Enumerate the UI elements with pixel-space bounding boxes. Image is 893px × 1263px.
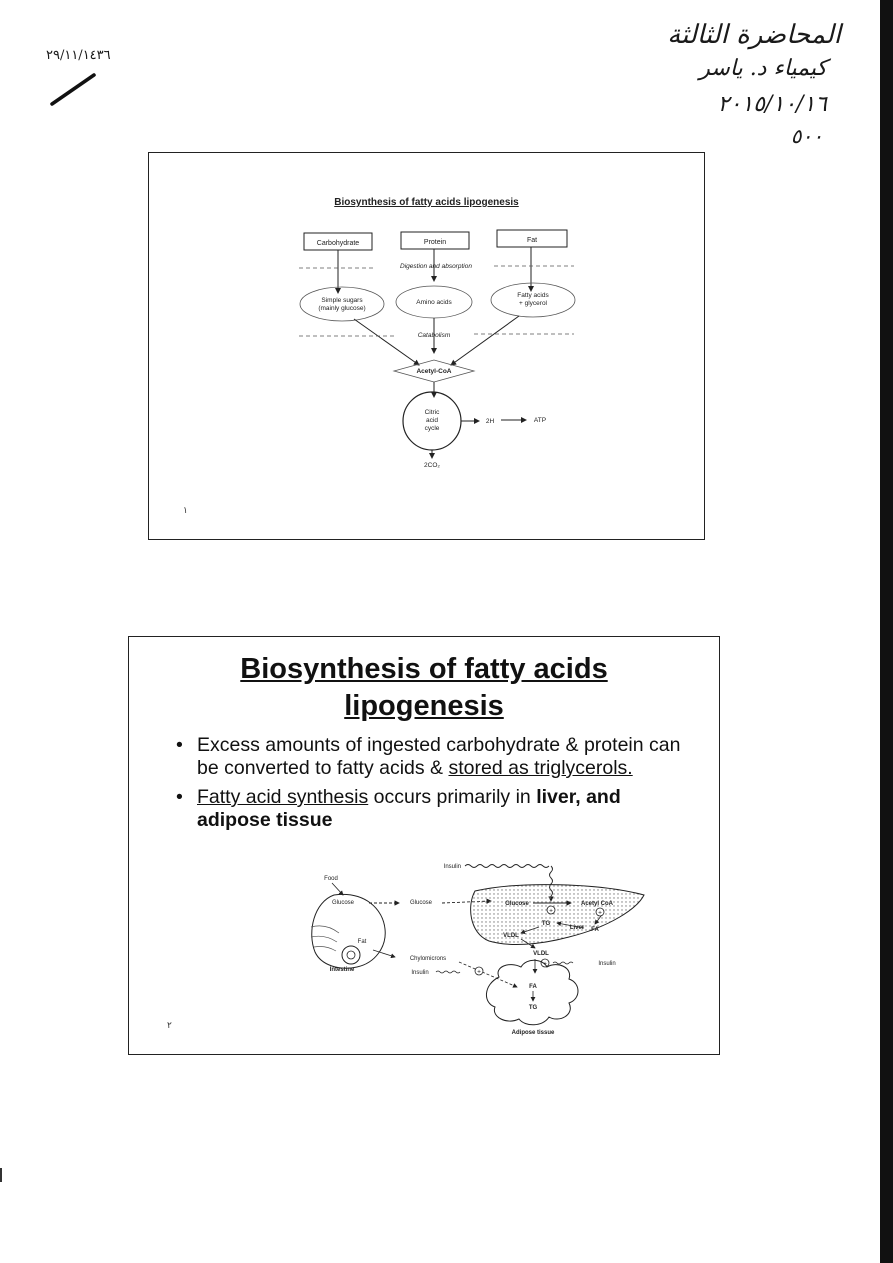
bullet-item-1: Excess amounts of ingested carbohydrate …	[173, 734, 693, 780]
bullet-2-bold: liver, and adipose tissue	[197, 786, 621, 831]
simple-sugars-oval	[299, 286, 385, 322]
intestine-coil	[341, 945, 361, 965]
glycerol-label: + glycerol	[519, 300, 548, 307]
mainly-glucose-label: (mainly glucose)	[318, 305, 365, 312]
bullet-2-underlined: Fatty acid synthesis	[197, 786, 369, 808]
simple-sugars-label: Simple sugars	[321, 297, 363, 304]
slide-2-title-line-2: lipogenesis	[344, 690, 504, 722]
intestine-label: Intestine	[330, 967, 355, 973]
bullet-item-2: Fatty acid synthesis occurs primarily in…	[173, 786, 693, 832]
liver-label: Liver	[570, 925, 585, 931]
plus-insulin-left: +	[477, 969, 481, 976]
insulin-top-label: Insulin	[444, 864, 461, 870]
binding-edge	[880, 0, 893, 1263]
glucose-liver-label: Glucose	[505, 901, 529, 907]
fa-adipose-label: FA	[529, 984, 537, 990]
carbohydrate-label: Carbohydrate	[317, 240, 360, 247]
handwritten-date-right: ٢٠١٥/١٠/١٦	[717, 92, 827, 117]
acetyl-coa-label: Acetyl-CoA	[416, 368, 451, 375]
margin-mark	[0, 1168, 2, 1182]
vldl-liver-label: VLDL	[503, 933, 519, 939]
acetyl-coa-diamond	[392, 359, 476, 383]
digestion-label: Digestion and absorption	[400, 263, 472, 270]
slide-1: Biosynthesis of fatty acids lipogenesis …	[148, 152, 705, 540]
cycle-line-1: Citric	[425, 409, 441, 416]
insulin-left-wave	[435, 970, 461, 974]
fat-box	[496, 229, 568, 248]
liver-shape	[470, 884, 645, 945]
amino-acids-label: Amino acids	[416, 299, 452, 306]
glucose-gut-label: Glucose	[332, 900, 355, 906]
fatty-acids-oval	[490, 282, 576, 318]
slide-2-title: Biosynthesis of fatty acids lipogenesis	[129, 651, 719, 725]
slide-2: Biosynthesis of fatty acids lipogenesis …	[128, 636, 720, 1055]
adipose-label: Adipose tissue	[512, 1030, 555, 1036]
handwritten-number: ٥٠٠	[790, 124, 823, 148]
fa-liver-label: FA	[591, 927, 599, 933]
fatty-acids-label: Fatty acids	[517, 292, 549, 299]
vldl-label: VLDL	[533, 951, 549, 957]
lipogenesis-tissue-diagram: Insulin Food Glucose Fat Intestine Gluco…	[310, 864, 645, 1036]
acetyl-coa-liver-label: Acetyl CoA	[581, 901, 614, 907]
bullet-list: Excess amounts of ingested carbohydrate …	[173, 734, 693, 838]
two-h-label: 2H	[486, 418, 495, 425]
glucose-arrow-label: Glucose	[410, 900, 433, 906]
chylomicrons-label: Chylomicrons	[410, 956, 446, 962]
catabolism-label: Catabolism	[418, 332, 451, 339]
slide-1-title: Biosynthesis of fatty acids lipogenesis	[334, 197, 519, 208]
slide-2-page-number: ٢	[167, 1020, 172, 1030]
food-label: Food	[324, 876, 338, 882]
insulin-left-label: Insulin	[411, 970, 428, 976]
plus-liver-2: +	[598, 910, 602, 917]
cycle-line-3: cycle	[425, 425, 440, 432]
bullet-1-underlined: stored as triglycerols.	[448, 757, 633, 779]
atp-label: ATP	[534, 417, 546, 424]
cycle-line-2: acid	[426, 417, 438, 424]
tg-liver-label: TG	[542, 921, 551, 927]
protein-label: Protein	[424, 239, 446, 246]
slide-1-page-number: ١	[183, 505, 188, 515]
bullet-1-text: Excess amounts of ingested carbohydrate …	[197, 734, 681, 779]
fatty-acid-catabolism-diagram: Carbohydrate Protein Fat Digestion and a…	[299, 229, 576, 469]
insulin-right-wave	[552, 961, 574, 965]
adipose-tissue-cloud	[486, 959, 579, 1026]
bullet-2-text: occurs primarily in	[373, 786, 531, 808]
handwritten-date-left: ٢٩/١١/١٤٣٦	[46, 48, 111, 63]
handwritten-lecture-title: المحاضرة الثالثة	[667, 20, 841, 50]
insulin-top-wave	[464, 864, 550, 868]
plus-liver-1: +	[549, 908, 553, 915]
fat-gut-label: Fat	[358, 939, 367, 945]
intestine-shape	[311, 893, 386, 969]
co2-label: 2CO₂	[424, 462, 440, 469]
pen-stroke-mark	[50, 73, 96, 106]
handwritten-subject: كيمياء د. ياسر	[699, 56, 827, 81]
slide-2-title-line-1: Biosynthesis of fatty acids	[240, 653, 608, 685]
insulin-right-label: Insulin	[598, 961, 615, 967]
fat-label: Fat	[527, 237, 537, 244]
protein-box	[400, 231, 470, 250]
tg-adipose-label: TG	[529, 1005, 538, 1011]
